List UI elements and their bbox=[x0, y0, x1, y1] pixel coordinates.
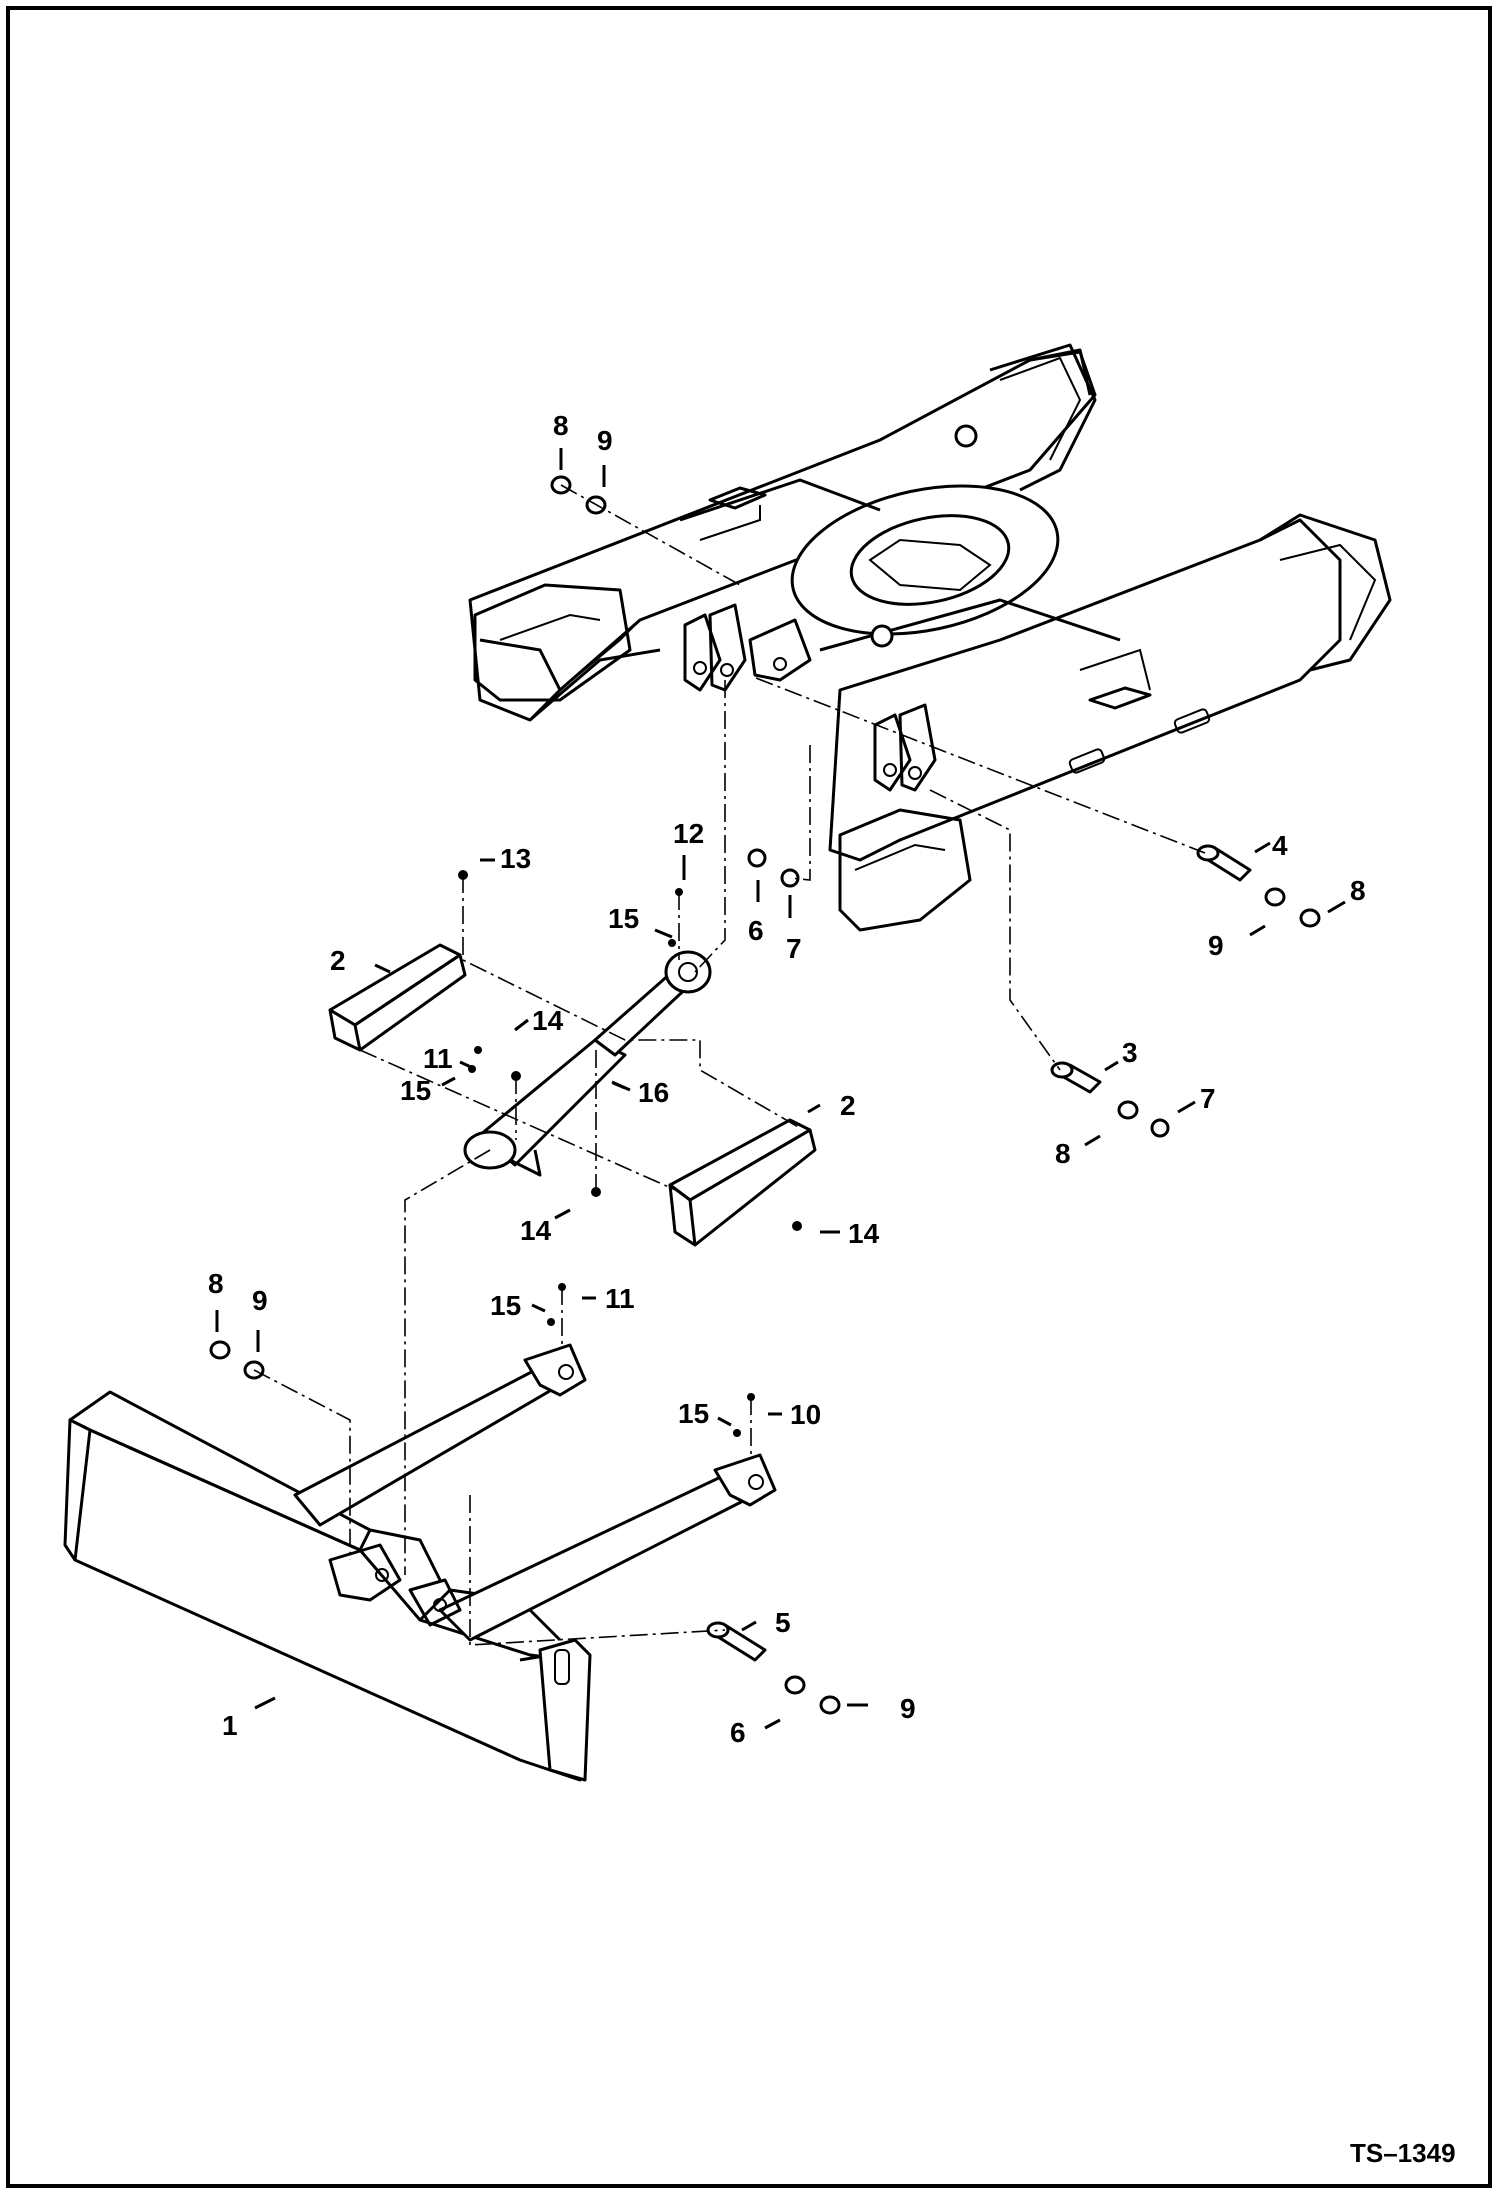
callout-8: 8 bbox=[208, 1268, 224, 1299]
track-frame bbox=[468, 343, 1392, 932]
callout-9: 9 bbox=[1208, 930, 1224, 961]
callout-4: 4 bbox=[1272, 830, 1288, 861]
blade-cylinder bbox=[463, 950, 712, 1177]
callout-10: 11 bbox=[423, 1043, 453, 1074]
callout-11: 10 bbox=[790, 1399, 821, 1430]
callout-14: 14 bbox=[848, 1218, 880, 1249]
assembly-lines bbox=[253, 484, 1206, 1646]
cover-left bbox=[328, 943, 467, 1052]
callout-15: 15 bbox=[490, 1290, 521, 1321]
callout-2: 2 bbox=[330, 945, 346, 976]
callout-1: 1 bbox=[222, 1710, 238, 1741]
callout-11: 11 bbox=[605, 1283, 635, 1314]
figure-id: TS–1349 bbox=[1350, 2138, 1456, 2168]
callout-14: 14 bbox=[532, 1005, 564, 1036]
callout-3: 3 bbox=[1122, 1037, 1138, 1068]
callout-6: 6 bbox=[748, 915, 764, 946]
callout-16: 16 bbox=[638, 1077, 669, 1108]
callout-8: 8 bbox=[1350, 875, 1366, 906]
pin-3 bbox=[1050, 1061, 1102, 1094]
callout-13: 13 bbox=[500, 843, 531, 874]
callout-labels: 8 9 12 13 2 15 6 7 4 8 9 14 11 15 16 2 3… bbox=[208, 410, 1366, 1748]
callout-9: 9 bbox=[252, 1285, 268, 1316]
cover-right bbox=[668, 1118, 817, 1247]
page-border bbox=[6, 6, 1492, 2188]
callout-15: 15 bbox=[678, 1398, 709, 1429]
callout-9: 9 bbox=[597, 425, 613, 456]
callout-15: 15 bbox=[400, 1075, 431, 1106]
leader-lines bbox=[215, 448, 1346, 1730]
callout-5: 5 bbox=[775, 1607, 791, 1638]
callout-9: 6 bbox=[730, 1717, 746, 1748]
pin-4 bbox=[1196, 844, 1252, 882]
callout-8: 9 bbox=[900, 1693, 916, 1724]
callout-8: 8 bbox=[553, 410, 569, 441]
callout-15: 15 bbox=[608, 903, 639, 934]
callout-14: 14 bbox=[520, 1215, 552, 1246]
callout-7: 8 bbox=[1055, 1138, 1071, 1169]
callout-7: 7 bbox=[786, 933, 802, 964]
pin-5 bbox=[706, 1621, 767, 1662]
callout-6: 7 bbox=[1200, 1083, 1216, 1114]
washers bbox=[209, 475, 1321, 1715]
callout-12: 12 bbox=[673, 818, 704, 849]
callout-2: 2 bbox=[840, 1090, 856, 1121]
dozer-blade bbox=[63, 1343, 777, 1782]
